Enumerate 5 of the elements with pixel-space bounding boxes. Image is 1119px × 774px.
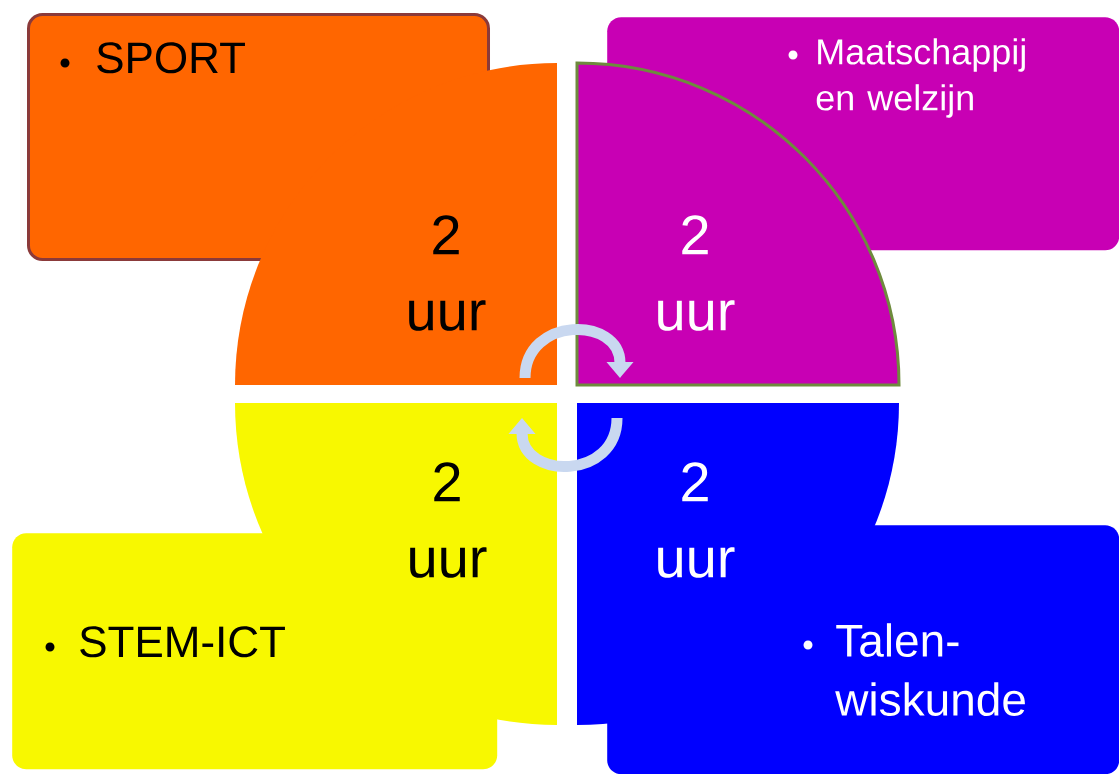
curved-arrow	[519, 324, 634, 379]
node-label: 2 uur	[658, 462, 735, 578]
node-label: 2 uur	[409, 215, 486, 331]
node-label: 2 uur	[410, 462, 487, 578]
quadrant: 2 uur	[235, 63, 557, 385]
